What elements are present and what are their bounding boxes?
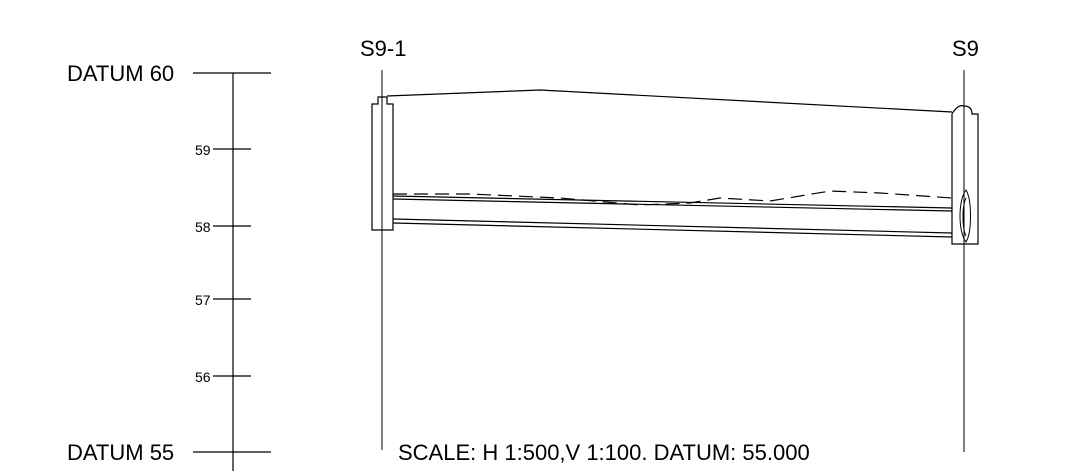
manhole-right-chamber: [951, 105, 979, 245]
manhole-left-chamber: [371, 96, 394, 231]
pipe-crown-line-inner: [392, 198, 953, 212]
manhole-left: [371, 70, 394, 450]
datum-tick-label-56: 56: [195, 369, 211, 385]
manhole-label-left: S9-1: [360, 36, 406, 61]
pipe-outlet-symbol: [959, 189, 971, 243]
pipe-invert-line: [392, 218, 953, 234]
datum-scale: DATUM 60 59 58 57 56 DATUM 55: [67, 61, 271, 471]
datum-top-label: DATUM 60: [67, 61, 174, 86]
scale-note: SCALE: H 1:500,V 1:100. DATUM: 55.000: [398, 440, 810, 465]
pipe-crown-line: [392, 195, 953, 209]
datum-tick-label-57: 57: [195, 292, 211, 308]
datum-tick-label-59: 59: [195, 142, 211, 158]
datum-tick-label-58: 58: [195, 219, 211, 235]
pipe-outlet-inner: [962, 197, 967, 237]
dashed-profile-line: [393, 190, 953, 206]
pipe-invert-line-inner: [392, 222, 953, 238]
manhole-right: [951, 70, 979, 452]
ground-level-line: [386, 89, 953, 113]
datum-bottom-label: DATUM 55: [67, 440, 174, 465]
manhole-label-right: S9: [952, 36, 979, 61]
